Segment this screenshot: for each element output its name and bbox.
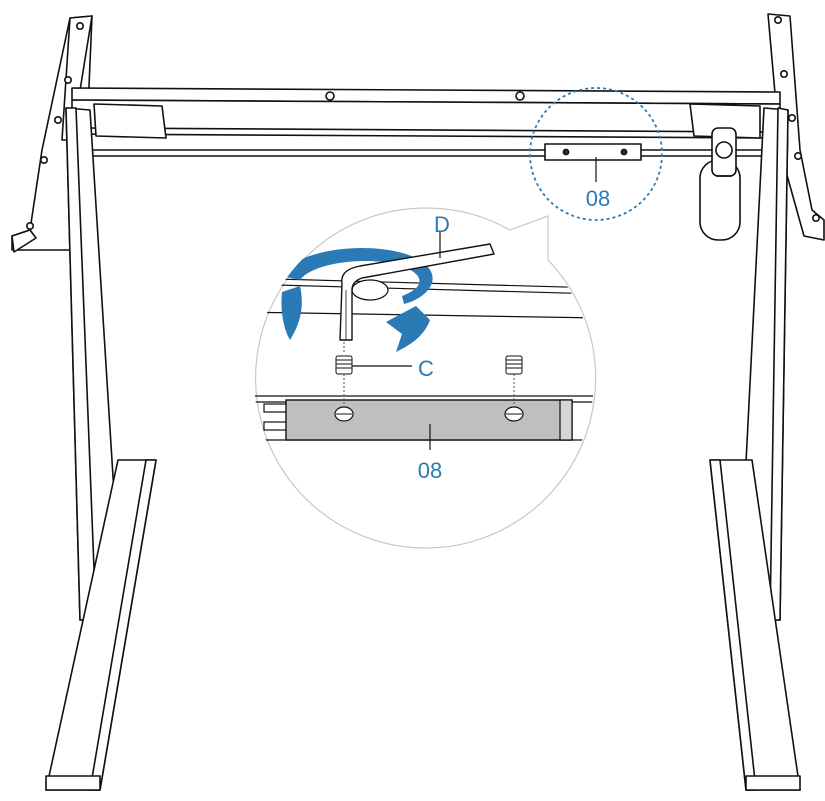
bolt-icon (325, 91, 335, 101)
connector-bar-zoom (285, 399, 573, 441)
motor-unit (699, 127, 741, 241)
part-label-top: 08 (586, 186, 610, 211)
bolt-icon (773, 15, 782, 24)
left-mount-block (93, 103, 167, 139)
bolt-icon (515, 91, 525, 101)
right-foot (709, 459, 801, 791)
connector-bar-top (544, 143, 642, 161)
detail-marker: 08 (529, 87, 663, 221)
bolt-icon (64, 76, 73, 85)
bolt-icon (793, 152, 802, 161)
zoom-callout: D C 08 (254, 207, 597, 549)
screw-label: C (418, 356, 434, 381)
hex-key-label: D (434, 212, 450, 237)
right-top-bracket (767, 13, 825, 241)
left-leg (65, 107, 123, 621)
bolt-icon (76, 21, 85, 30)
bolt-icon (39, 156, 48, 165)
inner-rod (86, 149, 770, 157)
part-label-zoom: 08 (418, 458, 442, 483)
bolt-icon (787, 114, 796, 123)
bolt-icon (53, 116, 62, 125)
bolt-icon (811, 214, 820, 223)
desk-frame (11, 13, 825, 791)
set-screw-icon (505, 355, 523, 375)
bolt-icon (779, 70, 788, 79)
bolt-icon (25, 222, 34, 231)
left-foot (45, 459, 157, 791)
allen-key-icon (339, 243, 495, 341)
top-crossbar (71, 87, 781, 139)
right-mount-block (689, 103, 761, 139)
set-screw-icon (335, 355, 353, 375)
